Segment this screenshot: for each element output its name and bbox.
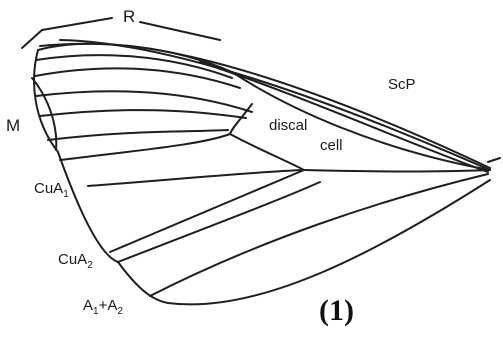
label-a-plus: +A <box>98 297 118 314</box>
anal-vein <box>149 173 489 297</box>
cross-vein <box>117 181 321 263</box>
label-cell: cell <box>320 137 343 154</box>
r-bracket <box>21 17 113 49</box>
m-vein-1 <box>39 109 247 119</box>
label-discal: discal <box>269 117 308 134</box>
scp-vein <box>59 39 491 171</box>
cu-vein-1 <box>59 133 231 161</box>
figure-number: (1) <box>319 294 354 327</box>
label-a-sub2: 2 <box>117 306 123 317</box>
discal-cell-lower <box>303 169 491 173</box>
label-a-main: A <box>83 297 94 314</box>
r-vein-1 <box>39 42 233 73</box>
r-vein-3 <box>34 67 241 89</box>
label-cua2: CuA2 <box>58 252 93 271</box>
discal-cell-upper <box>231 71 491 171</box>
label-cua1-sub: 1 <box>63 189 69 200</box>
cua1-vein <box>87 169 305 187</box>
label-a-sub1: 1 <box>93 306 99 317</box>
label-cua2-main: CuA <box>58 251 88 268</box>
label-r: R <box>123 7 136 26</box>
cua2-vein <box>109 169 305 253</box>
r-vein-4 <box>35 90 253 113</box>
inner-margin <box>167 179 491 306</box>
r-bracket-right <box>139 21 221 41</box>
r-vein-2 <box>35 54 233 79</box>
label-m: M <box>6 116 21 135</box>
outer-margin-lower <box>57 151 169 304</box>
label-a1-a2: A1+A2 <box>83 298 123 317</box>
costal-margin <box>37 42 491 169</box>
label-scp: ScP <box>388 76 416 93</box>
wing-tip <box>487 157 501 163</box>
m-vein-2 <box>47 129 229 141</box>
discal-cell-closing <box>229 103 305 171</box>
label-cua1: CuA1 <box>34 181 69 200</box>
label-cua2-sub: 2 <box>87 260 93 271</box>
label-cua1-main: CuA <box>34 180 64 197</box>
